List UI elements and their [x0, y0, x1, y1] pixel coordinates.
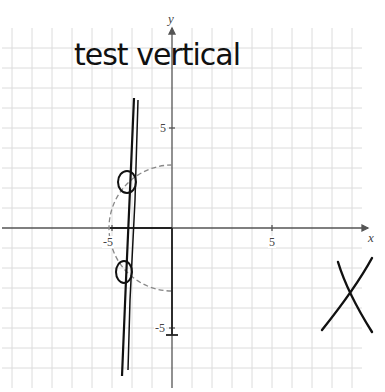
tick-label: -5: [102, 236, 114, 248]
drawn-segments: [110, 228, 178, 335]
tick-label: -5: [154, 322, 166, 334]
tick-label: 5: [268, 236, 276, 248]
grid: [2, 28, 362, 388]
vertical-test-line: [122, 98, 134, 376]
wrong-cross: [322, 258, 372, 332]
handwritten-note: test vertical: [74, 40, 240, 70]
axis-label: y: [168, 12, 174, 25]
intersection-circle: [116, 261, 132, 283]
intersection-circle: [118, 171, 136, 193]
semicircle-arc: [109, 165, 172, 291]
tick-label: 5: [159, 122, 167, 134]
axes: [2, 28, 368, 388]
axis-label: x: [368, 231, 374, 244]
vertical-test-line-stroke: [128, 100, 138, 370]
